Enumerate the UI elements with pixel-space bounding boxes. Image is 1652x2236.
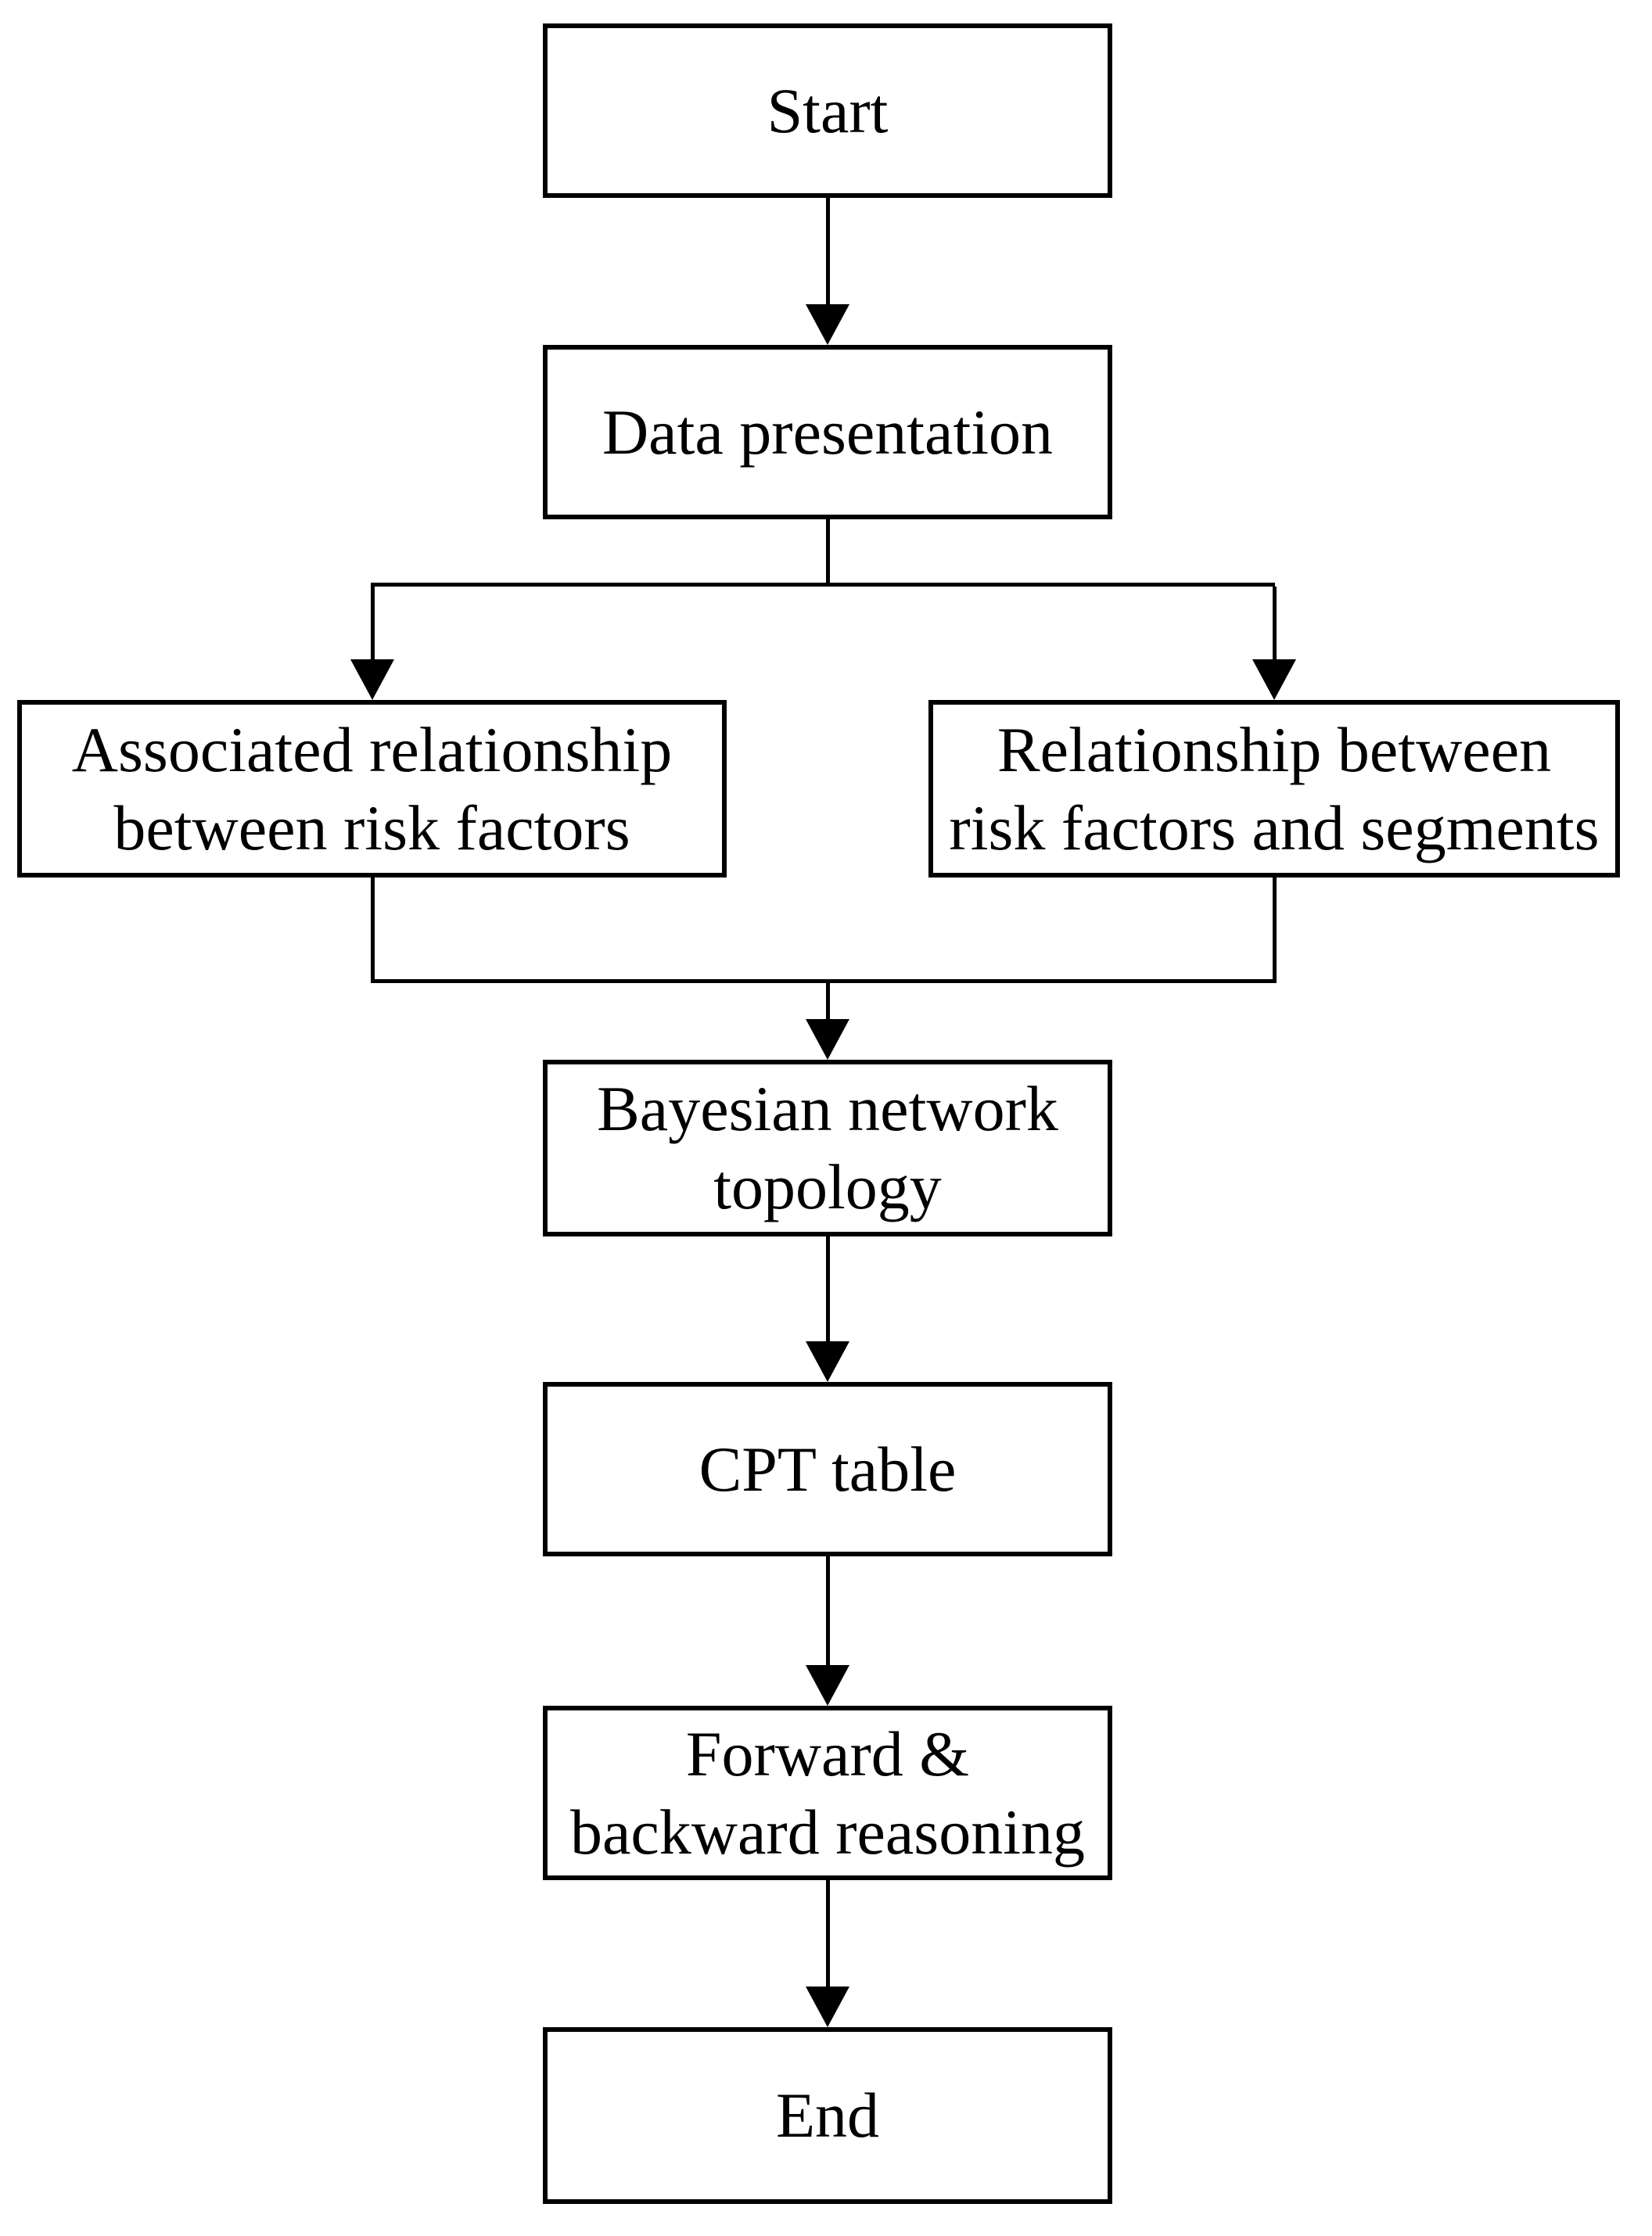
arrowhead-down (806, 304, 849, 345)
connector-shaft (1273, 587, 1277, 662)
connector-shaft (371, 878, 375, 983)
arrowhead-down (806, 1665, 849, 1706)
node-forward-backward: Forward & backward reasoning (543, 1706, 1112, 1880)
arrowhead-down (806, 1019, 849, 1060)
node-cpt-table-label: CPT table (699, 1433, 957, 1505)
node-start: Start (543, 23, 1112, 198)
connector-shaft (826, 1236, 830, 1344)
arrowhead-down (350, 659, 394, 700)
node-cpt-table: CPT table (543, 1382, 1112, 1556)
node-end-label: End (775, 2080, 880, 2151)
connector-shaft (826, 198, 830, 307)
connector-shaft (826, 979, 830, 1022)
connector-shaft (826, 1880, 830, 1990)
node-data-presentation-label: Data presentation (602, 396, 1054, 468)
node-forward-backward-label: Forward & backward reasoning (569, 1717, 1085, 1868)
node-relationship-segments: Relationship between risk factors and se… (928, 700, 1620, 878)
node-data-presentation: Data presentation (543, 345, 1112, 519)
node-relationship-segments-label: Relationship between risk factors and se… (949, 713, 1600, 863)
connector-shaft (826, 1556, 830, 1668)
arrowhead-down (806, 1341, 849, 1382)
connector-merge-line (371, 979, 1277, 983)
node-start-label: Start (767, 74, 889, 146)
arrowhead-down (1252, 659, 1296, 700)
connector-split-line (371, 583, 1275, 587)
node-associated-relationship-label: Associated relationship between risk fac… (71, 713, 673, 863)
node-bayesian-topology: Bayesian network topology (543, 1060, 1112, 1236)
node-bayesian-topology-label: Bayesian network topology (597, 1073, 1058, 1222)
arrowhead-down (806, 1987, 849, 2027)
connector-shaft (826, 519, 830, 587)
node-associated-relationship: Associated relationship between risk fac… (17, 700, 727, 878)
node-end: End (543, 2027, 1112, 2204)
connector-shaft (371, 587, 375, 662)
connector-shaft (1273, 878, 1277, 983)
